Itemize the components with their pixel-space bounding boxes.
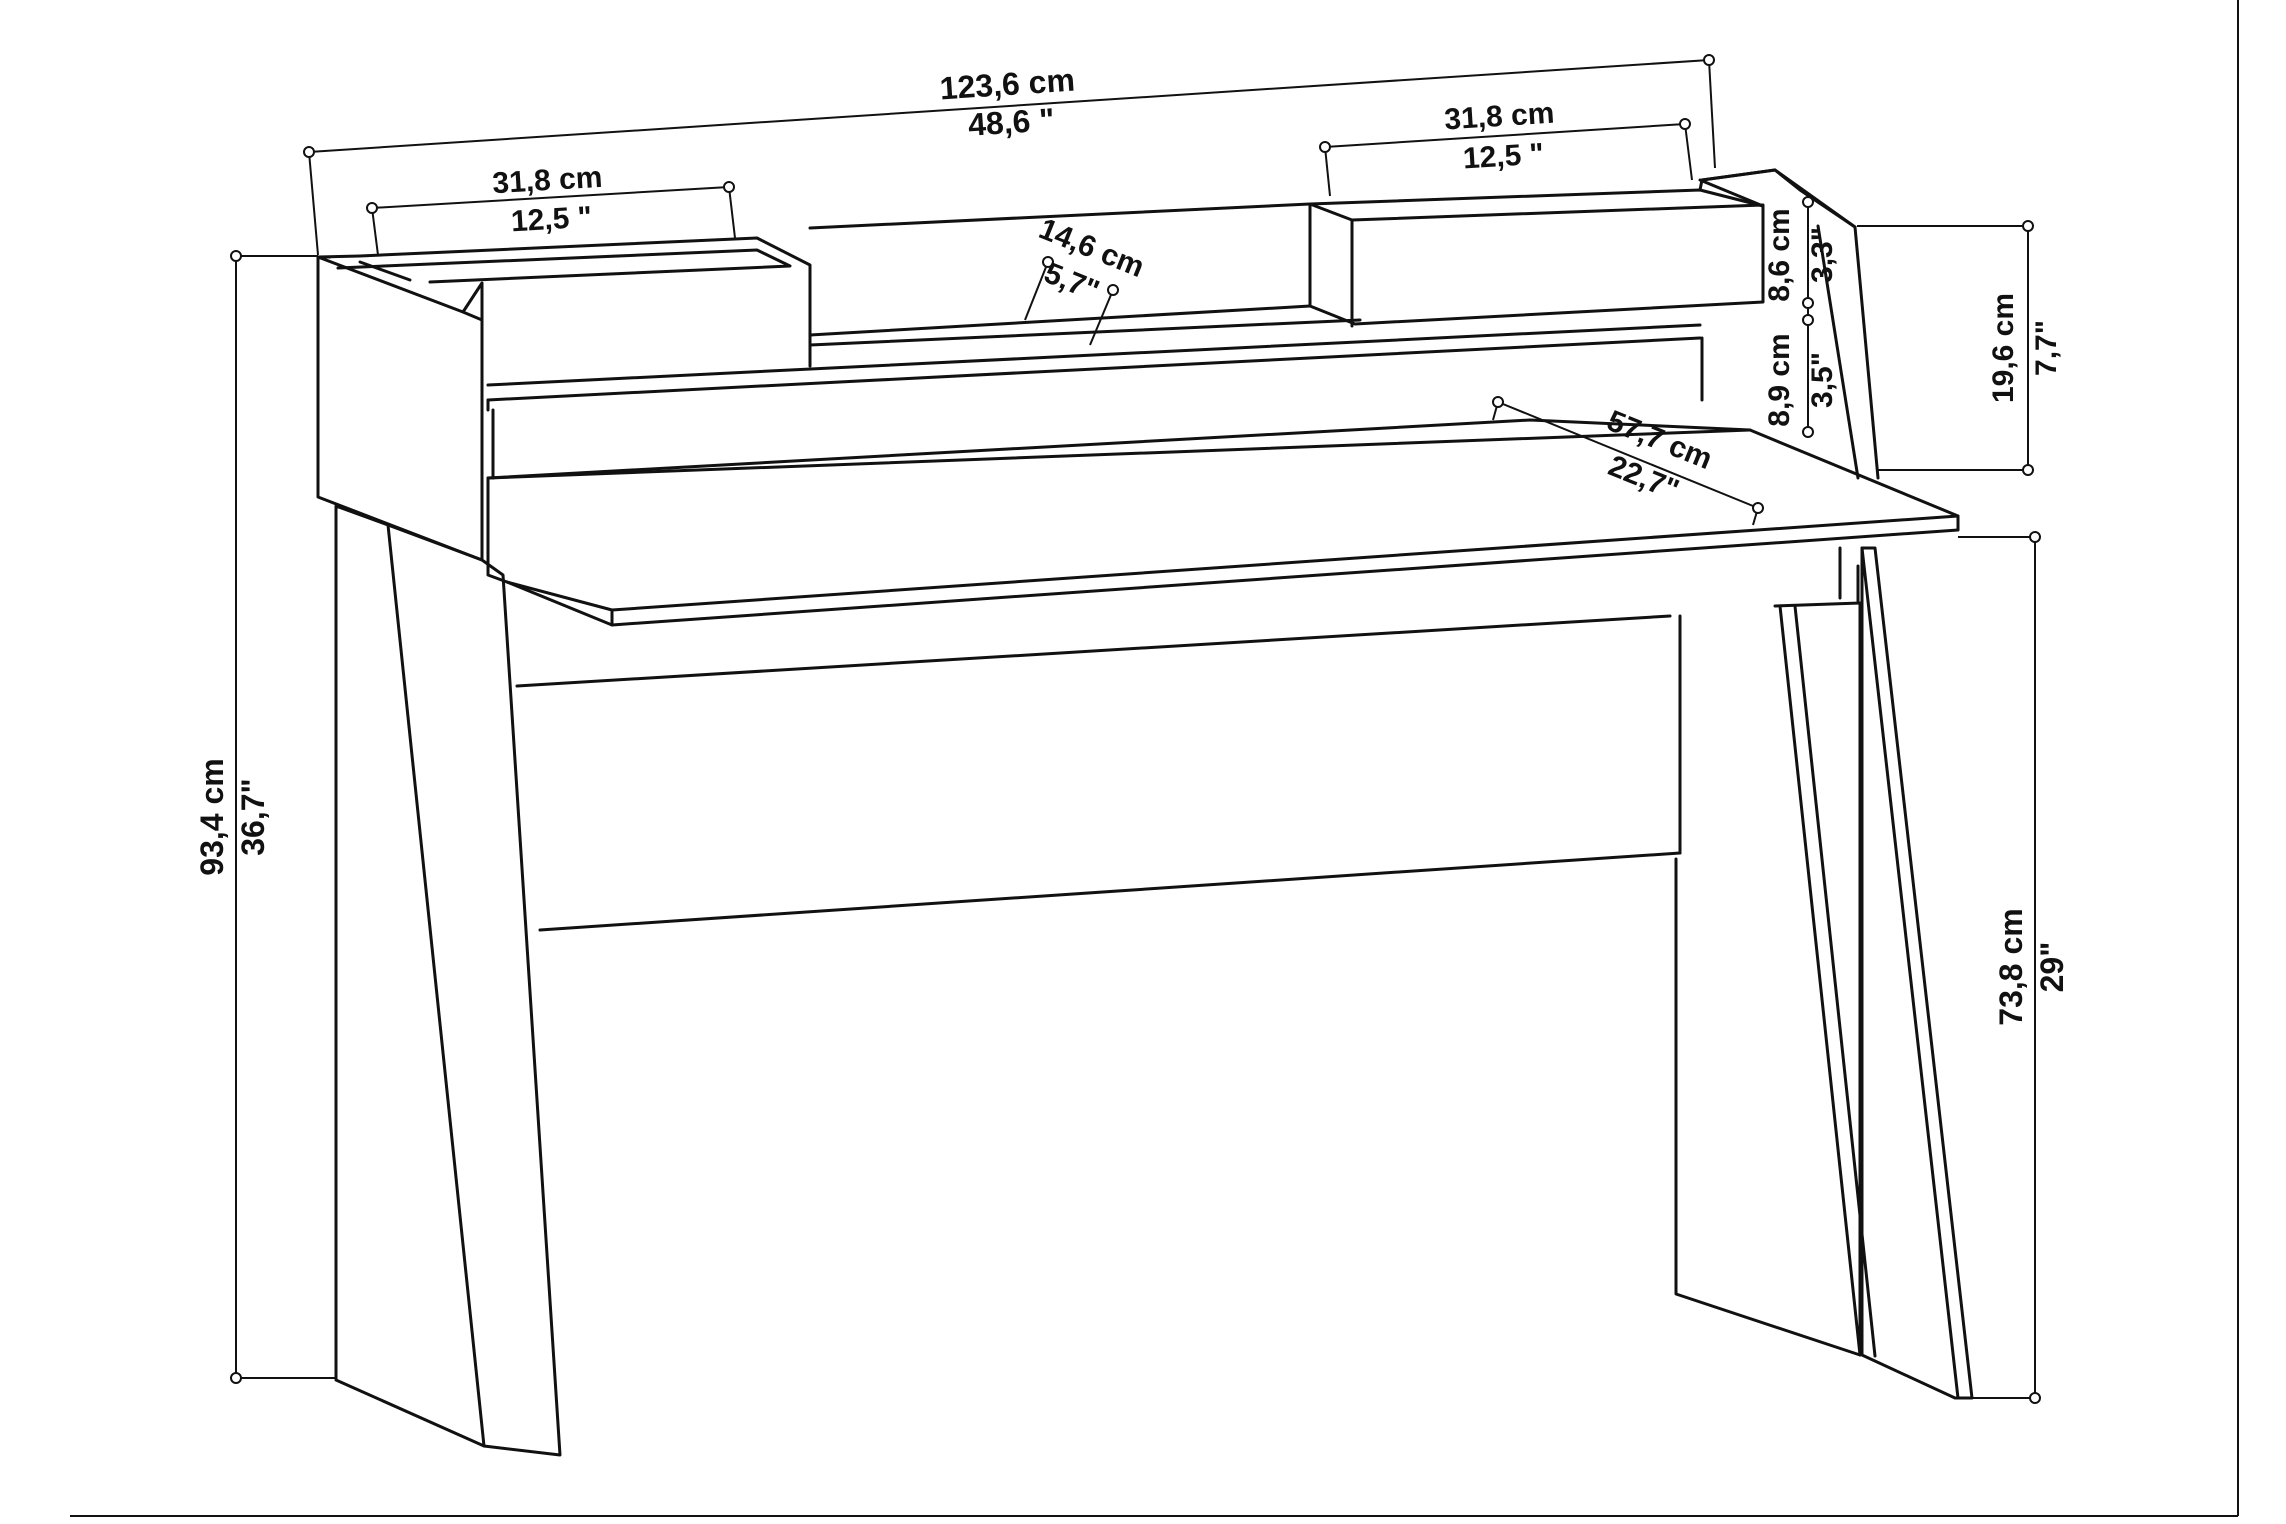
hutch-height-cm-label: 19,6 cm [1987, 293, 2020, 403]
desktop-surface [486, 418, 1960, 627]
shelf-gap-inch-label: 3,5" [1806, 352, 1839, 408]
dimension-lines [230, 54, 2041, 1404]
left-side-panel [316, 255, 562, 1457]
dimension-labels: 123,6 cm 48,6 " 31,8 cm 12,5 " 31,8 cm 1… [194, 62, 2070, 1026]
left-compartment-inch-label: 12,5 " [510, 201, 593, 239]
right-compartment-cm-label: 31,8 cm [1443, 97, 1555, 137]
hutch-height-inch-label: 7,7" [2030, 320, 2063, 376]
top-back-panel [808, 168, 1777, 347]
total-height-cm-label: 93,4 cm [194, 758, 230, 875]
middle-shelf [486, 323, 1752, 480]
total-width-cm-label: 123,6 cm [939, 62, 1076, 107]
desk-height-inch-label: 29" [2034, 942, 2070, 993]
left-compartment [316, 236, 812, 368]
total-width-inch-label: 48,6 " [967, 101, 1056, 143]
left-compartment-cm-label: 31,8 cm [492, 161, 604, 200]
modesty-panel [515, 564, 1860, 932]
drawing-frame [70, 0, 2239, 1517]
right-compartment-inch-label: 12,5 " [1462, 138, 1545, 176]
right-inner-leg [1674, 601, 1877, 1358]
desk-height-cm-label: 73,8 cm [1993, 908, 2029, 1025]
drawer-height-inch-label: 3,3" [1806, 227, 1839, 283]
right-drawer [1308, 178, 1765, 328]
desk-outline [316, 168, 1974, 1457]
total-height-inch-label: 36,7" [235, 778, 271, 855]
shelf-gap-cm-label: 8,9 cm [1763, 333, 1796, 426]
drawer-height-cm-label: 8,6 cm [1763, 208, 1796, 301]
